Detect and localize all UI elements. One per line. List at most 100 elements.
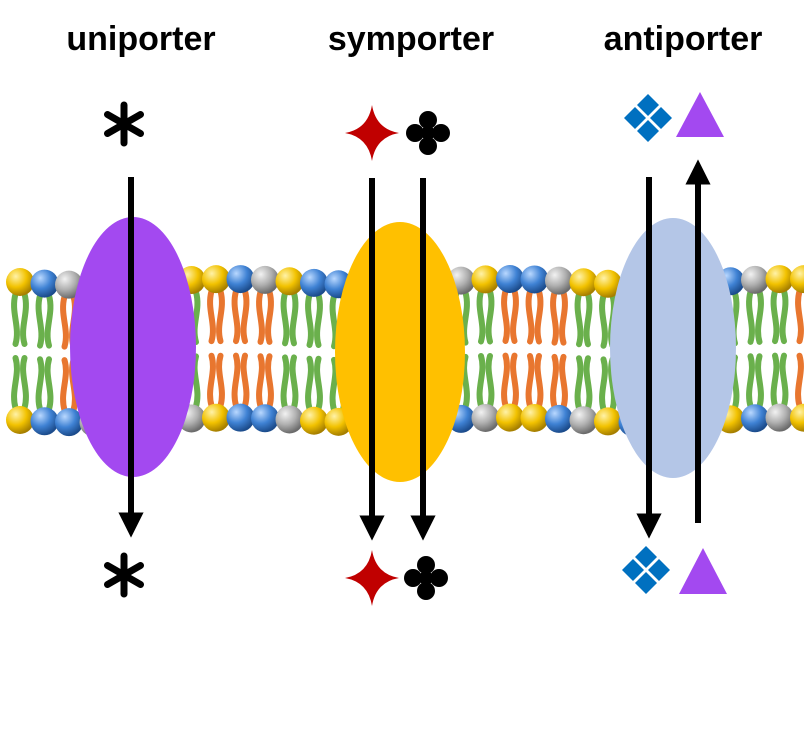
lipid-tail — [280, 290, 290, 347]
antiporter-title: antiporter — [604, 20, 763, 58]
lipid-head — [202, 403, 230, 432]
lipid-tail — [289, 290, 299, 347]
lipid-tail — [207, 288, 216, 345]
lipid-tail — [11, 291, 20, 347]
lipid-tail — [485, 288, 495, 345]
lipid-tail — [216, 352, 225, 409]
diamond-cluster-icon — [624, 94, 672, 142]
lipid-head — [594, 407, 622, 436]
lipid-tail — [265, 353, 274, 410]
lipid-tail — [525, 352, 535, 409]
lipid-tail — [583, 355, 593, 412]
lipid-head — [790, 265, 804, 294]
lipid-head — [202, 265, 230, 294]
lipid-tail — [534, 352, 544, 409]
lipid-head — [55, 408, 83, 437]
lipid-head — [520, 403, 549, 432]
triangle-icon — [679, 548, 727, 594]
lipid-tail — [20, 355, 29, 411]
lipid-head — [520, 265, 549, 294]
lipid-tail — [329, 356, 339, 413]
lipid-tail — [550, 289, 559, 346]
lipid-tail — [755, 288, 764, 345]
lipid-tail — [461, 289, 470, 346]
lipid-tail — [314, 355, 323, 412]
lipid-tail — [746, 288, 755, 345]
lipid-tail — [510, 288, 519, 344]
lipid-tail — [559, 353, 568, 410]
lipid-tail — [231, 352, 241, 409]
lipid-head — [471, 403, 500, 432]
lipid-tail — [329, 293, 339, 350]
lipid-head — [545, 266, 573, 295]
lipid-head — [226, 403, 255, 432]
lipid-tail — [599, 356, 608, 413]
lipid-tail — [305, 291, 314, 348]
lipid-tail — [11, 355, 20, 411]
lipid-head — [545, 404, 573, 433]
lipid-tail — [207, 352, 216, 409]
asterisk-icon — [104, 552, 144, 598]
lipid-tail — [599, 292, 608, 349]
lipid-tail — [44, 292, 54, 349]
lipid-tail — [256, 288, 265, 345]
symporter-protein — [335, 222, 465, 482]
lipid-tail — [525, 288, 535, 345]
lipid-tail — [583, 291, 593, 348]
lipid-tail — [60, 293, 69, 350]
lipid-tail — [20, 291, 29, 347]
lipid-tail — [256, 353, 265, 410]
lipid-tail — [476, 288, 486, 345]
lipid-tail — [795, 352, 804, 409]
four-point-star-icon — [345, 550, 399, 606]
lipid-tail — [795, 288, 804, 345]
lipid-tail — [550, 353, 559, 410]
lipid-head — [594, 269, 622, 298]
lipid-head — [300, 406, 328, 435]
lipid-head — [30, 269, 59, 298]
lipid-head — [6, 268, 34, 296]
lipid-tail — [35, 356, 45, 413]
lipid-tail — [265, 288, 274, 345]
lipid-head — [569, 406, 598, 435]
lipid-tail — [574, 291, 584, 348]
four-point-star-icon — [345, 105, 399, 161]
lipid-head — [496, 403, 524, 432]
lipid-tail — [60, 357, 69, 414]
lipid-tail — [559, 289, 568, 346]
lipid-head — [226, 265, 255, 294]
lipid-tail — [314, 291, 323, 348]
lipid-tail — [240, 352, 250, 409]
lipid-tail — [770, 352, 780, 409]
lipid-tail — [574, 355, 584, 412]
lipid-tail — [231, 288, 241, 345]
lipid-tail — [770, 288, 780, 345]
club-cross-icon — [406, 111, 450, 155]
symporter-title: symporter — [328, 20, 494, 58]
lipid-head — [741, 404, 769, 433]
asterisk-icon — [104, 101, 144, 147]
lipid-head — [251, 265, 279, 294]
lipid-head — [741, 265, 769, 294]
lipid-tail — [779, 352, 789, 409]
lipid-head — [471, 265, 500, 294]
lipid-head — [251, 404, 279, 433]
lipid-tail — [779, 288, 789, 345]
lipid-tail — [485, 352, 495, 409]
lipid-tail — [35, 292, 45, 349]
lipid-tail — [280, 354, 290, 411]
club-cross-icon — [404, 556, 448, 600]
lipid-head — [300, 268, 328, 297]
uniporter-title: uniporter — [66, 20, 215, 58]
lipid-tail — [44, 356, 54, 413]
lipid-tail — [289, 354, 299, 411]
lipid-head — [790, 403, 804, 432]
triangle-icon — [676, 92, 724, 137]
lipid-head — [496, 265, 524, 294]
diamond-cluster-icon — [622, 546, 670, 594]
lipid-head — [765, 265, 794, 294]
lipid-tail — [510, 352, 519, 409]
lipid-tail — [216, 288, 225, 345]
